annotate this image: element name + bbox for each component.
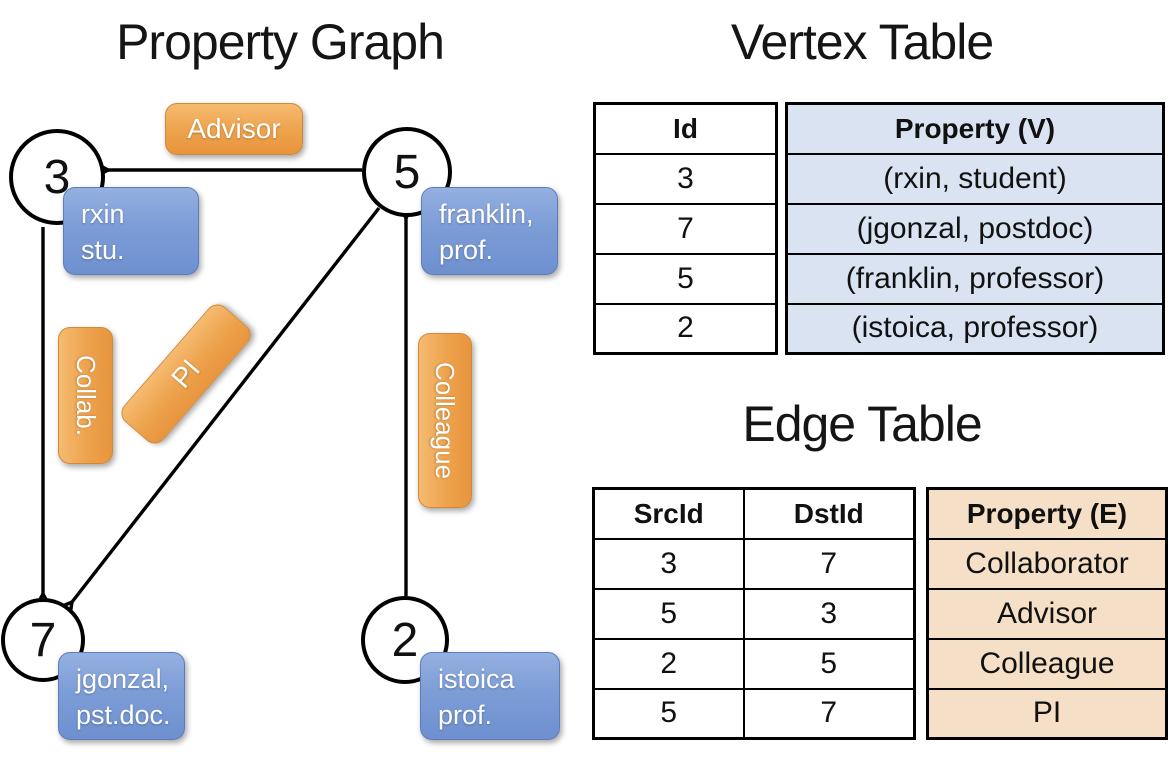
edge-label-advisor: Advisor bbox=[165, 103, 303, 155]
edge-label-colleague-text: Colleague bbox=[430, 361, 461, 480]
vertex-table-title: Vertex Table bbox=[730, 14, 994, 70]
table-row: 2 5 bbox=[592, 637, 916, 690]
edge-property-column: Property (E) Collaborator Advisor Collea… bbox=[926, 487, 1168, 740]
vertex-property-box-5: franklin, prof. bbox=[421, 187, 558, 275]
vertex-property-cell: (jgonzal, postdoc) bbox=[785, 202, 1165, 255]
edge-dstid-cell: 7 bbox=[742, 687, 916, 740]
vertex-5-name: franklin, bbox=[439, 199, 534, 229]
vertex-id-cell: 7 bbox=[593, 202, 778, 255]
vertex-property-cell: (rxin, student) bbox=[785, 152, 1165, 205]
table-row: PI bbox=[926, 687, 1168, 740]
edge-srcid-cell: 2 bbox=[592, 637, 745, 690]
vertex-2-role: prof. bbox=[438, 699, 493, 730]
vertex-3-name: rxin bbox=[81, 199, 125, 229]
edge-property-cell: Collaborator bbox=[926, 537, 1168, 590]
table-row: Colleague bbox=[926, 637, 1168, 690]
vertex-property-cell: (franklin, professor) bbox=[785, 252, 1165, 305]
table-row: 5 bbox=[593, 252, 778, 305]
edge-table: SrcId DstId 3 7 5 3 2 5 5 7 Property (E)… bbox=[592, 487, 1168, 740]
table-row: (istoica, professor) bbox=[785, 302, 1165, 355]
vertex-property-box-2: istoica prof. bbox=[420, 652, 560, 740]
vertex-id-column: Id 3 7 5 2 bbox=[593, 102, 778, 355]
edge-property-header: Property (E) bbox=[926, 487, 1168, 540]
vertex-property-header: Property (V) bbox=[785, 102, 1165, 155]
edge-ids-columns: SrcId DstId 3 7 5 3 2 5 5 7 bbox=[592, 487, 916, 740]
edge-property-cell: PI bbox=[926, 687, 1168, 740]
table-row: 2 bbox=[593, 302, 778, 355]
edge-table-title: Edge Table bbox=[742, 396, 982, 452]
edge-label-collab-text: Collab. bbox=[71, 355, 101, 436]
table-row: (franklin, professor) bbox=[785, 252, 1165, 305]
edge-dstid-header: DstId bbox=[742, 487, 916, 540]
table-row: (rxin, student) bbox=[785, 152, 1165, 205]
vertex-id-header: Id bbox=[593, 102, 778, 155]
table-row: 3 7 bbox=[592, 537, 916, 590]
graph-edges-layer bbox=[32, 159, 417, 622]
vertex-7-name: jgonzal, bbox=[76, 664, 170, 694]
table-row: 5 7 bbox=[592, 687, 916, 740]
vertex-property-box-7: jgonzal, pst.doc. bbox=[58, 652, 185, 740]
edge-dstid-cell: 5 bbox=[742, 637, 916, 690]
table-row: (jgonzal, postdoc) bbox=[785, 202, 1165, 255]
vertex-property-cell: (istoica, professor) bbox=[785, 302, 1165, 355]
edge-srcid-cell: 5 bbox=[592, 687, 745, 740]
edge-property-cell: Advisor bbox=[926, 587, 1168, 640]
edge-5-to-7 bbox=[53, 206, 381, 622]
vertex-id-cell: 3 bbox=[593, 152, 778, 205]
node-7-id: 7 bbox=[29, 613, 57, 667]
edge-label-pi-text: PI bbox=[165, 353, 207, 394]
edge-srcid-header: SrcId bbox=[592, 487, 745, 540]
edge-dstid-cell: 3 bbox=[742, 587, 916, 640]
vertex-table: Id 3 7 5 2 Property (V) (rxin, student) … bbox=[593, 102, 1165, 355]
edge-dstid-cell: 7 bbox=[742, 537, 916, 590]
vertex-property-column: Property (V) (rxin, student) (jgonzal, p… bbox=[785, 102, 1165, 355]
edge-label-collaborator: Collab. bbox=[58, 327, 113, 464]
vertex-node-5: 5 bbox=[362, 127, 452, 217]
edge-label-colleague: Colleague bbox=[418, 333, 472, 508]
vertex-property-box-3: rxin stu. bbox=[63, 187, 199, 275]
edge-label-advisor-text: Advisor bbox=[187, 113, 281, 144]
property-graph-title: Property Graph bbox=[116, 14, 445, 70]
table-row: 3 bbox=[593, 152, 778, 205]
vertex-3-role: stu. bbox=[81, 234, 125, 265]
vertex-2-name: istoica bbox=[438, 664, 515, 694]
table-row: 7 bbox=[593, 202, 778, 255]
table-row: 5 3 bbox=[592, 587, 916, 640]
node-2-id: 2 bbox=[391, 613, 419, 667]
vertex-7-role: pst.doc. bbox=[76, 699, 171, 730]
vertex-id-cell: 2 bbox=[593, 302, 778, 355]
vertex-id-cell: 5 bbox=[593, 252, 778, 305]
vertex-node-2: 2 bbox=[361, 596, 449, 684]
edge-srcid-cell: 5 bbox=[592, 587, 745, 640]
table-row: Collaborator bbox=[926, 537, 1168, 590]
edge-property-cell: Colleague bbox=[926, 637, 1168, 690]
edge-srcid-cell: 3 bbox=[592, 537, 745, 590]
vertex-5-role: prof. bbox=[439, 234, 494, 265]
table-row: Advisor bbox=[926, 587, 1168, 640]
node-5-id: 5 bbox=[393, 145, 421, 199]
